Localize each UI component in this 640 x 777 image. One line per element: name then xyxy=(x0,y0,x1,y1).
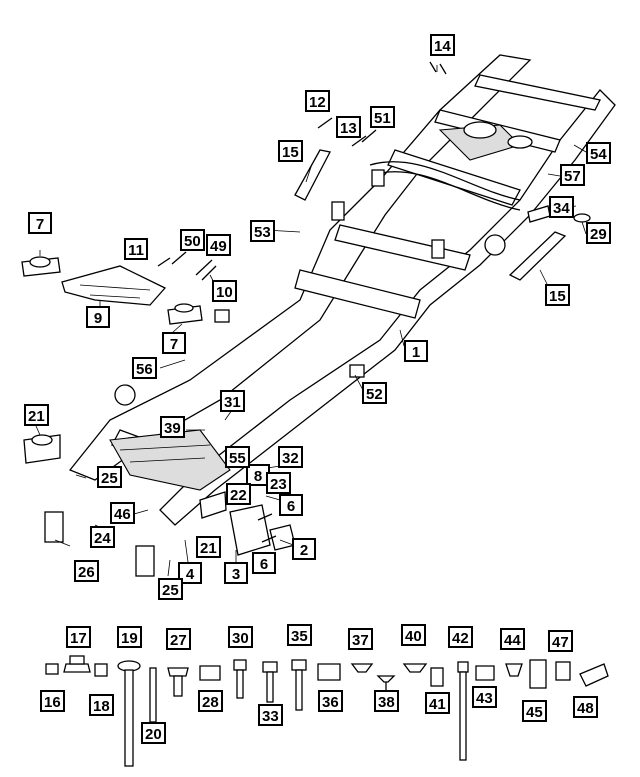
callout-11: 11 xyxy=(124,238,148,260)
callout-36: 36 xyxy=(318,690,343,712)
callout-53: 53 xyxy=(250,220,275,242)
callout-23: 23 xyxy=(266,472,291,494)
callout-9: 9 xyxy=(86,306,110,328)
hardware-row xyxy=(45,655,609,767)
callout-49: 49 xyxy=(206,234,231,256)
callout-21-left: 21 xyxy=(24,404,49,426)
callout-38: 38 xyxy=(374,690,399,712)
callout-2: 2 xyxy=(292,538,316,560)
callout-44: 44 xyxy=(500,628,525,650)
callout-6-upper: 6 xyxy=(279,494,303,516)
callout-34: 34 xyxy=(549,196,574,218)
callout-15-right: 15 xyxy=(545,284,570,306)
callout-19: 19 xyxy=(117,626,142,648)
callout-40: 40 xyxy=(401,624,426,646)
callout-39: 39 xyxy=(160,416,185,438)
callout-27: 27 xyxy=(166,628,191,650)
loose-parts xyxy=(21,61,591,577)
callout-51: 51 xyxy=(370,106,395,128)
callout-13: 13 xyxy=(336,116,361,138)
callout-10: 10 xyxy=(212,280,237,302)
callout-28: 28 xyxy=(198,690,223,712)
callout-37: 37 xyxy=(348,628,373,650)
callout-4: 4 xyxy=(178,562,202,584)
callout-26: 26 xyxy=(74,560,99,582)
callout-55: 55 xyxy=(225,446,250,468)
callout-18: 18 xyxy=(89,694,114,716)
callout-50: 50 xyxy=(180,229,205,251)
callout-3: 3 xyxy=(224,562,248,584)
callout-47: 47 xyxy=(548,630,573,652)
callout-29: 29 xyxy=(586,222,611,244)
callout-45: 45 xyxy=(522,700,547,722)
callout-6-lower: 6 xyxy=(252,552,276,574)
callout-25-bottom: 25 xyxy=(158,578,183,600)
frame-assembly xyxy=(68,54,616,526)
callout-54: 54 xyxy=(586,142,611,164)
callout-22: 22 xyxy=(226,483,251,505)
callout-41: 41 xyxy=(425,692,450,714)
callout-7-left: 7 xyxy=(28,212,52,234)
callout-32: 32 xyxy=(278,446,303,468)
callout-21-center: 21 xyxy=(196,536,221,558)
callout-33: 33 xyxy=(258,704,283,726)
callout-35: 35 xyxy=(287,624,312,646)
callout-56: 56 xyxy=(132,357,157,379)
callout-30: 30 xyxy=(228,626,253,648)
callout-46: 46 xyxy=(110,502,135,524)
callout-25-left: 25 xyxy=(97,466,122,488)
callout-14: 14 xyxy=(430,34,455,56)
callout-15-left: 15 xyxy=(278,140,303,162)
callout-48: 48 xyxy=(573,696,598,718)
callout-16: 16 xyxy=(40,690,65,712)
callout-31: 31 xyxy=(220,390,245,412)
callout-42: 42 xyxy=(448,626,473,648)
callout-57: 57 xyxy=(560,164,585,186)
callout-17: 17 xyxy=(66,626,91,648)
callout-1: 1 xyxy=(404,340,428,362)
callout-12: 12 xyxy=(305,90,330,112)
callout-7-center: 7 xyxy=(162,332,186,354)
callout-43: 43 xyxy=(472,686,497,708)
callout-24: 24 xyxy=(90,526,115,548)
callout-20: 20 xyxy=(141,722,166,744)
callout-52: 52 xyxy=(362,382,387,404)
